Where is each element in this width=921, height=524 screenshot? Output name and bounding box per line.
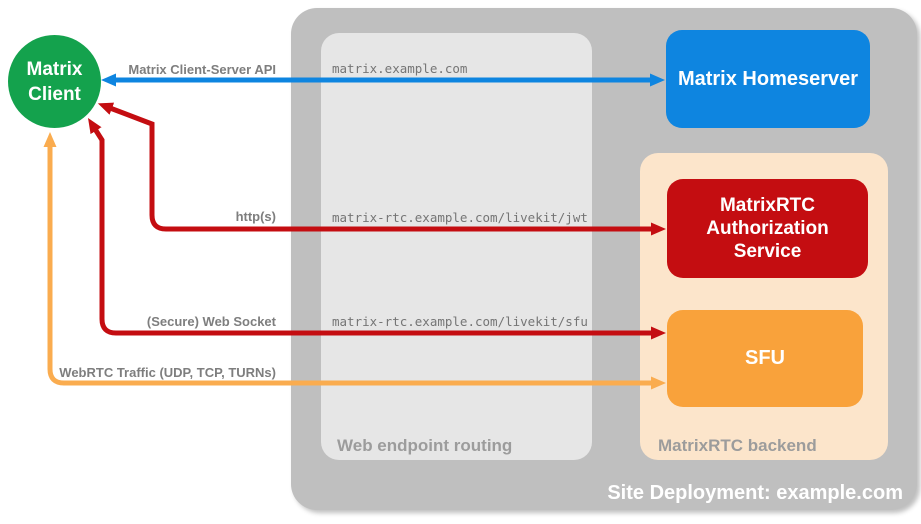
https-arrow-label: http(s) bbox=[235, 209, 276, 224]
sfu-node: SFU bbox=[667, 310, 863, 407]
endpoint-livekit-jwt: matrix-rtc.example.com/livekit/jwt bbox=[332, 210, 588, 225]
client-server-api-arrow-label: Matrix Client-Server API bbox=[128, 62, 276, 77]
matrix-homeserver-node: Matrix Homeserver bbox=[666, 30, 870, 128]
matrixrtc-backend-caption: MatrixRTC backend bbox=[658, 436, 817, 455]
webrtc-traffic-arrow-label: WebRTC Traffic (UDP, TCP, TURNs) bbox=[59, 365, 276, 380]
site-deployment-title: Site Deployment: example.com bbox=[607, 482, 903, 504]
secure-web-socket-arrow-label: (Secure) Web Socket bbox=[146, 314, 276, 329]
arrow-webrtc-traffic bbox=[43, 132, 666, 390]
sfu-label: SFU bbox=[745, 347, 785, 369]
endpoint-livekit-sfu: matrix-rtc.example.com/livekit/sfu bbox=[332, 314, 588, 329]
endpoint-matrix-example-com: matrix.example.com bbox=[332, 61, 468, 76]
matrix-homeserver-label: Matrix Homeserver bbox=[677, 67, 859, 90]
web-endpoint-routing-caption: Web endpoint routing bbox=[337, 436, 513, 455]
matrixrtc-authorization-service-node: MatrixRTC Authorization Service bbox=[667, 179, 868, 278]
matrix-client-node: Matrix Client bbox=[8, 35, 101, 128]
matrix-client-label: Matrix Client bbox=[26, 58, 83, 105]
matrixrtc-authorization-service-label: MatrixRTC Authorization Service bbox=[706, 195, 829, 262]
